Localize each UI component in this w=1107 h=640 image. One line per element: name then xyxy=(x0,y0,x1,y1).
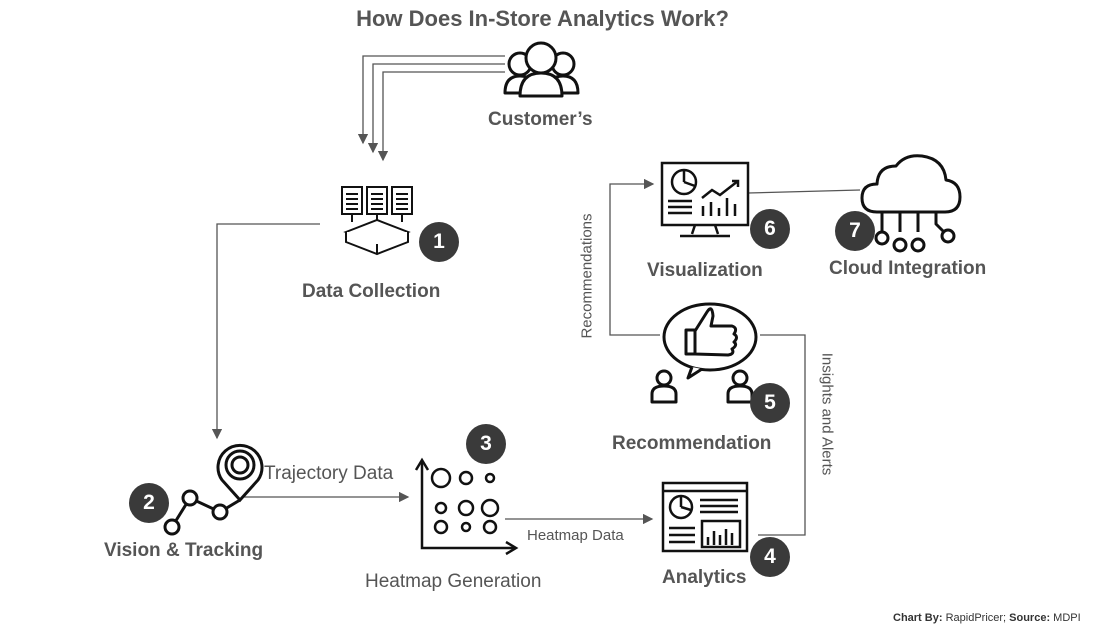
trajectory-data-label: Trajectory Data xyxy=(264,463,394,484)
collection-to-tracking-arrow xyxy=(211,223,320,440)
recommendation-label: Recommendation xyxy=(612,433,772,454)
insights-line xyxy=(758,334,806,536)
visualization-cloud-line xyxy=(747,189,861,194)
recommendations-edge-label: Recommendations xyxy=(578,213,596,339)
customers-to-collection-arrows xyxy=(357,55,505,162)
source-value: MDPI xyxy=(1050,612,1081,624)
step-badge-4: 4 xyxy=(750,537,790,577)
page-title: How Does In-Store Analytics Work? xyxy=(356,6,729,31)
step-badge-1: 1 xyxy=(419,222,459,262)
step-badge-3: 3 xyxy=(466,424,506,464)
insights-alerts-edge-label: Insights and Alerts xyxy=(818,352,836,476)
chart-by-value: RapidPricer; xyxy=(942,612,1010,624)
analytics-label: Analytics xyxy=(662,567,747,588)
data-collection-label: Data Collection xyxy=(302,281,441,302)
customers-label: Customer’s xyxy=(488,109,593,130)
chart-by-label: Chart By: xyxy=(893,612,943,624)
heatmap-data-label: Heatmap Data xyxy=(527,527,624,544)
step-badge-5: 5 xyxy=(750,383,790,423)
heatmap-generation-label: Heatmap Generation xyxy=(365,571,542,592)
recommendations-arrow xyxy=(609,178,660,336)
step-badge-2: 2 xyxy=(129,483,169,523)
step-badge-7: 7 xyxy=(835,211,875,251)
source-label: Source: xyxy=(1009,612,1051,624)
credit-line: Chart By: RapidPricer; Source: MDPI xyxy=(893,612,1081,624)
cloud-integration-label: Cloud Integration xyxy=(829,258,987,279)
vision-tracking-label: Vision & Tracking xyxy=(104,540,264,561)
visualization-label: Visualization xyxy=(647,260,763,281)
step-badge-6: 6 xyxy=(750,209,790,249)
